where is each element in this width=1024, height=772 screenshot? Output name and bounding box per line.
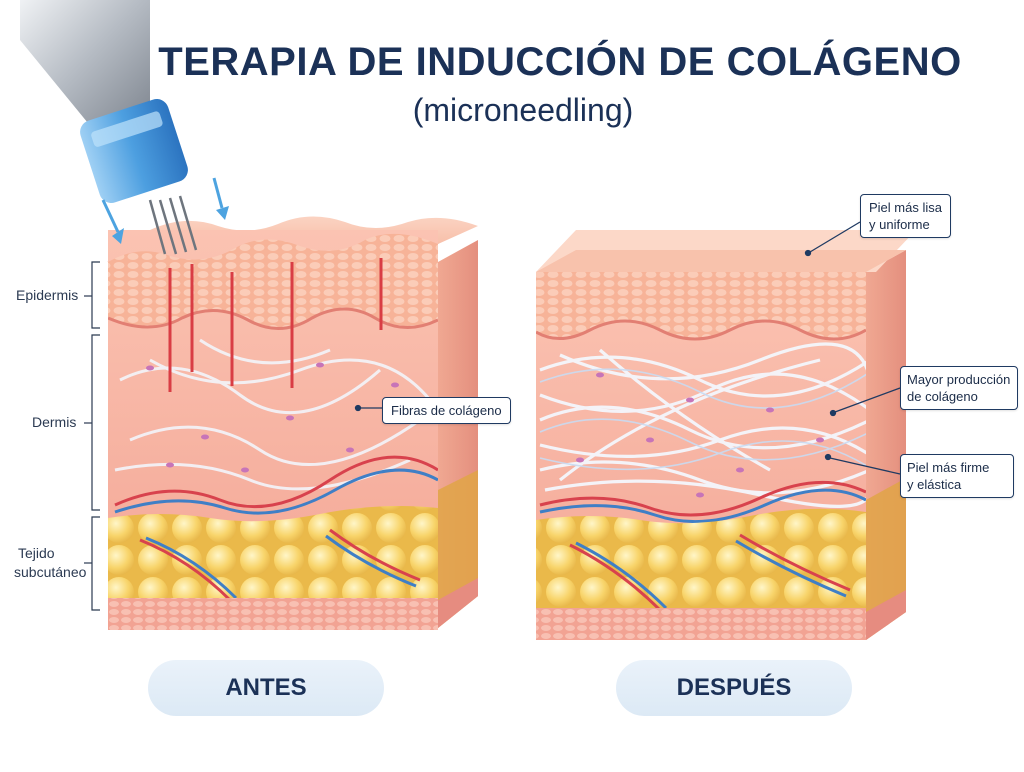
callout-firmer-skin-line1: Piel más firme bbox=[907, 460, 990, 475]
microneedling-pen bbox=[20, 0, 229, 255]
callout-firmer-skin-line2: y elástica bbox=[907, 477, 962, 492]
callout-leaders bbox=[354, 221, 901, 475]
callout-more-collagen-line2: de colágeno bbox=[907, 389, 978, 404]
callout-more-collagen-line1: Mayor producción bbox=[907, 372, 1011, 387]
label-subcutaneous-1: Tejido bbox=[18, 545, 55, 561]
callout-more-collagen: Mayor producción de colágeno bbox=[900, 366, 1018, 410]
label-epidermis: Epidermis bbox=[16, 287, 79, 303]
callout-smoother-skin-line1: Piel más lisa bbox=[869, 200, 942, 215]
after-label: DESPUÉS bbox=[616, 660, 852, 716]
before-skin-block bbox=[107, 216, 478, 630]
after-skin-block bbox=[536, 230, 916, 640]
page-title: TERAPIA DE INDUCCIÓN DE COLÁGENO bbox=[158, 40, 962, 84]
callout-collagen-fibers-text: Fibras de colágeno bbox=[391, 403, 502, 418]
callout-smoother-skin: Piel más lisa y uniforme bbox=[860, 194, 951, 238]
callout-smoother-skin-line2: y uniforme bbox=[869, 217, 930, 232]
label-dermis: Dermis bbox=[32, 414, 77, 430]
callout-firmer-skin: Piel más firme y elástica bbox=[900, 454, 1014, 498]
layer-brackets bbox=[84, 261, 100, 611]
page-subtitle: (microneedling) bbox=[412, 92, 634, 128]
label-subcutaneous-2: subcutáneo bbox=[14, 564, 87, 580]
before-label: ANTES bbox=[148, 660, 384, 716]
callout-collagen-fibers: Fibras de colágeno bbox=[382, 397, 511, 424]
